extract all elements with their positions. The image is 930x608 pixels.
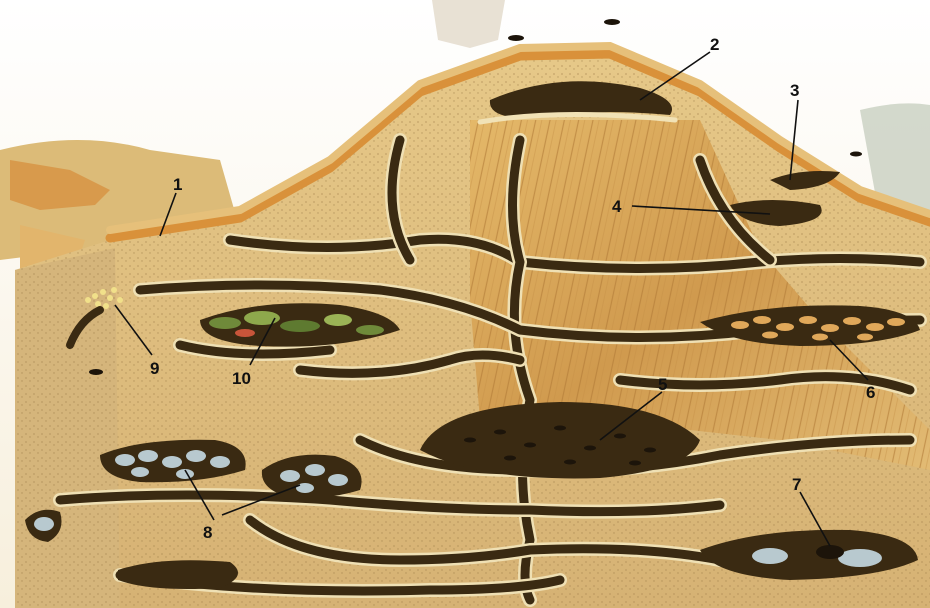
brood-larva-far-left bbox=[34, 517, 54, 531]
callout-label-8: 8 bbox=[203, 523, 212, 542]
left-soil-wall-texture bbox=[15, 248, 120, 608]
callout-label-3: 3 bbox=[790, 81, 799, 100]
callout-label-10: 10 bbox=[232, 369, 251, 388]
callout-label-4: 4 bbox=[612, 197, 622, 216]
callout-label-6: 6 bbox=[866, 383, 875, 402]
callout-label-1: 1 bbox=[173, 175, 182, 194]
background-tree-trunk bbox=[432, 0, 505, 48]
callout-label-5: 5 bbox=[658, 375, 667, 394]
callout-label-9: 9 bbox=[150, 359, 159, 378]
callout-label-7: 7 bbox=[792, 475, 801, 494]
callout-label-2: 2 bbox=[710, 35, 719, 54]
